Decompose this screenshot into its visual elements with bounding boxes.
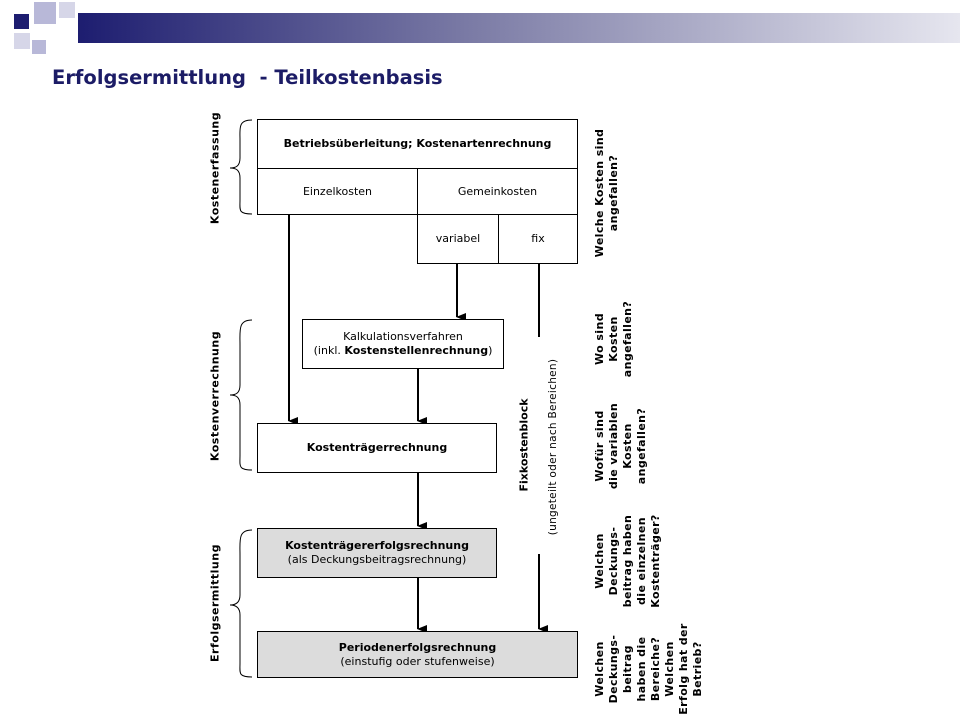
question-kostenerfassung: Welche Kosten sind angefallen?	[593, 128, 620, 258]
box-kalkulationsverfahren: Kalkulationsverfahren (inkl. Kostenstell…	[302, 319, 504, 369]
section-label-erfolgsermittlung: Erfolgsermittlung	[208, 544, 222, 662]
fixkostenblock-subtitle: (ungeteilt oder nach Bereichen)	[547, 358, 559, 536]
header-gradient-bar	[78, 13, 960, 43]
kalkulation-line2-bold: Kostenstellenrechnung	[344, 344, 489, 357]
periode-line1: Periodenerfolgsrechnung	[338, 640, 497, 654]
kalkulation-line2: (inkl. Kostenstellenrechnung)	[314, 344, 493, 358]
question-wo-kosten: Wo sind Kosten angefallen?	[593, 300, 634, 378]
question-deckungsbeitrag-kostentraeger: Welchen Deckungs- beitrag haben die einz…	[593, 514, 662, 608]
brace-erfolgsermittlung	[229, 529, 253, 678]
kalkulation-line2-pre: (inkl.	[313, 344, 345, 357]
box-betriebsueberleitung: Betriebsüberleitung; Kostenartenrechnung	[257, 119, 578, 169]
kalkulation-line2-post: )	[488, 344, 493, 357]
kte-line2: (als Deckungsbeitragsrechnung)	[287, 553, 467, 566]
header-square-dark	[14, 14, 29, 29]
box-kostentraegerrechnung: Kostenträgerrechnung	[257, 423, 497, 473]
header-square-light	[59, 2, 75, 18]
box-fix: fix	[498, 214, 578, 264]
box-einzelkosten: Einzelkosten	[257, 168, 418, 215]
kalkulation-line1: Kalkulationsverfahren	[343, 330, 463, 343]
kte-line1: Kostenträgererfolgsrechnung	[285, 539, 469, 552]
box-kostentraegererfolgsrechnung: Kostenträgererfolgsrechnung (als Deckung…	[257, 528, 497, 578]
question-wofuer-variable: Wofür sind die variablen Kosten angefall…	[593, 402, 648, 490]
question-deckungsbeitrag-bereiche: Welchen Deckungs- beitrag haben die Bere…	[593, 623, 704, 715]
fixkostenblock-panel	[507, 337, 571, 554]
fixkostenblock-title: Fixkostenblock	[517, 398, 531, 492]
box-periodenerfolgsrechnung: Periodenerfolgsrechnung (einstufig oder …	[257, 631, 578, 678]
periode-line2: (einstufig oder stufenweise)	[340, 654, 495, 668]
section-label-kostenverrechnung: Kostenverrechnung	[208, 330, 222, 462]
brace-kostenverrechnung	[229, 319, 253, 471]
header-square-light	[14, 33, 30, 49]
header-square-light	[34, 2, 56, 24]
page-title: Erfolgsermittlung - Teilkostenbasis	[52, 66, 443, 89]
header-square-light	[32, 40, 46, 54]
box-gemeinkosten: Gemeinkosten	[417, 168, 578, 215]
section-label-kostenerfassung: Kostenerfassung	[208, 111, 222, 225]
brace-kostenerfassung	[229, 119, 253, 215]
box-variabel: variabel	[417, 214, 499, 264]
